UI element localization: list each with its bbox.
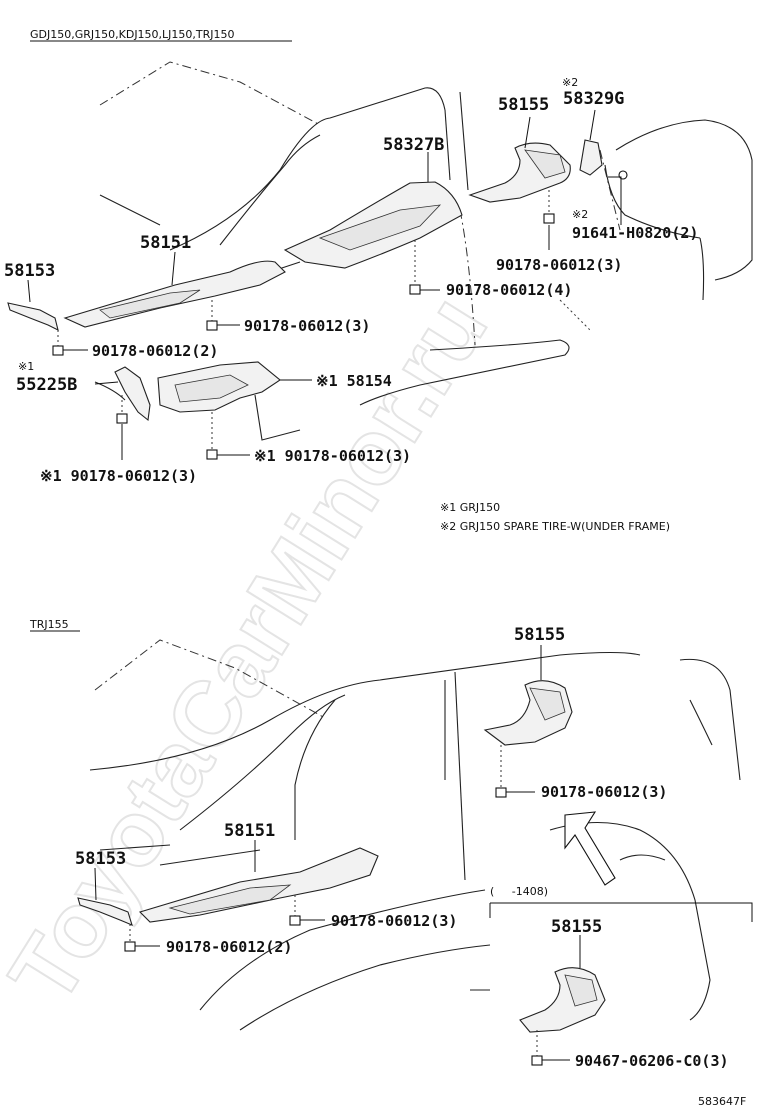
label-90178-bottom-b: 90178-06012(3) bbox=[331, 912, 457, 930]
clip-icon bbox=[124, 941, 136, 952]
part-58327b-shape bbox=[283, 181, 463, 269]
clip-icon bbox=[289, 915, 301, 926]
label-58155-bottom: 58155 bbox=[514, 625, 565, 645]
label-58153: 58153 bbox=[4, 261, 55, 281]
note-mark-55225b: ※1 bbox=[18, 360, 34, 373]
label-90178-e: ※1 90178-06012(3) bbox=[254, 447, 411, 465]
part-58153-top-shape bbox=[7, 302, 59, 332]
part-58155-top-shape bbox=[468, 142, 571, 203]
label-90178-d: 90178-06012(2) bbox=[92, 342, 218, 360]
label-58155: 58155 bbox=[498, 95, 549, 115]
label-90178-b: 90178-06012(4) bbox=[446, 281, 572, 299]
direction-arrow-icon bbox=[564, 811, 616, 886]
label-90178-bottom-a: 90178-06012(3) bbox=[541, 783, 667, 801]
label-58154: ※1 58154 bbox=[316, 372, 392, 390]
part-58329g-shape bbox=[579, 139, 603, 176]
part-58155-inset-shape bbox=[519, 967, 606, 1033]
label-58155-inset: 58155 bbox=[551, 917, 602, 937]
bottom-model-header: TRJ155 bbox=[29, 618, 69, 631]
clip-icon bbox=[409, 284, 421, 295]
bottom-leader-lines bbox=[94, 645, 581, 1061]
label-90467-inset: 90467-06206-C0(3) bbox=[575, 1052, 729, 1070]
label-90178-f: ※1 90178-06012(3) bbox=[40, 467, 197, 485]
part-58151-top-shape bbox=[63, 260, 286, 328]
label-90178-c: 90178-06012(3) bbox=[244, 317, 370, 335]
inset-range: ( -1408) bbox=[490, 885, 548, 898]
part-58155-bottom-shape bbox=[483, 680, 573, 746]
label-90178-a: 90178-06012(3) bbox=[496, 256, 622, 274]
label-58153-bottom: 58153 bbox=[75, 849, 126, 869]
label-91641: 91641-H0820(2) bbox=[572, 224, 698, 242]
note-1: ※1 GRJ150 bbox=[440, 501, 500, 514]
top-leader-lines bbox=[27, 109, 622, 460]
note-mark-91641: ※2 bbox=[572, 208, 588, 221]
clip-icon bbox=[206, 449, 218, 460]
label-58151: 58151 bbox=[140, 233, 191, 253]
bolt-icon bbox=[618, 170, 628, 180]
clip-icon bbox=[495, 787, 507, 798]
label-58327b: 58327B bbox=[383, 135, 444, 155]
clip-icon bbox=[116, 413, 128, 424]
note-mark-58329g: ※2 bbox=[562, 76, 578, 89]
inset-frame bbox=[489, 902, 753, 922]
part-58153-bottom-shape bbox=[77, 897, 133, 926]
clip-icon bbox=[531, 1055, 543, 1066]
label-58329g: 58329G bbox=[563, 89, 624, 109]
clip-icon bbox=[52, 345, 64, 356]
label-55225b: 55225B bbox=[16, 375, 77, 395]
clip-icon bbox=[206, 320, 218, 331]
part-58154-shape bbox=[157, 361, 281, 413]
figure-code: 583647F bbox=[698, 1095, 746, 1108]
label-90178-bottom-c: 90178-06012(2) bbox=[166, 938, 292, 956]
part-55225b-shape bbox=[114, 366, 151, 422]
bottom-vehicle-body-outline bbox=[89, 639, 741, 1031]
label-58151-bottom: 58151 bbox=[224, 821, 275, 841]
note-2: ※2 GRJ150 SPARE TIRE-W(UNDER FRAME) bbox=[440, 520, 670, 533]
part-58151-bottom-shape bbox=[138, 847, 379, 923]
clip-icon bbox=[543, 213, 555, 224]
top-model-header: GDJ150,GRJ150,KDJ150,LJ150,TRJ150 bbox=[30, 28, 235, 41]
